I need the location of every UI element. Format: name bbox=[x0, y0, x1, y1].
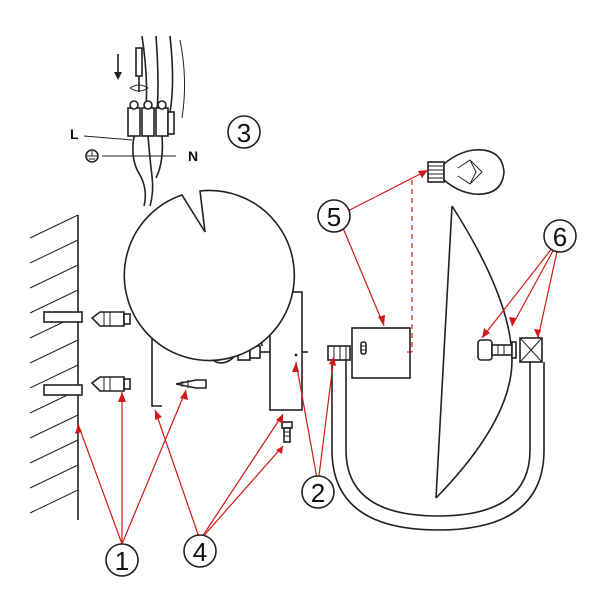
wall bbox=[29, 214, 83, 520]
light-bulb bbox=[427, 149, 505, 195]
lamp-shade bbox=[435, 205, 513, 499]
callout-5-label: 5 bbox=[327, 202, 341, 232]
fixing-nut bbox=[519, 337, 543, 363]
wall-plug-top bbox=[90, 311, 131, 327]
neutral-label: N bbox=[188, 148, 198, 164]
callout-3-label: 3 bbox=[237, 118, 251, 148]
callout-6-label: 6 bbox=[553, 222, 567, 252]
u-shaped-arm bbox=[327, 345, 545, 531]
fixing-bolt bbox=[477, 339, 517, 361]
wiring-detail-callout: L N bbox=[70, 35, 296, 362]
callout-4: 4 bbox=[183, 534, 217, 568]
canopy-screw-bottom bbox=[281, 421, 293, 443]
wall-plug-bottom bbox=[90, 376, 131, 392]
ground-symbol-icon bbox=[85, 149, 99, 163]
callout-6: 6 bbox=[543, 219, 577, 253]
terminal-block bbox=[127, 100, 175, 137]
live-label: L bbox=[70, 126, 79, 142]
callout-1: 1 bbox=[105, 543, 139, 577]
socket-housing bbox=[351, 327, 411, 379]
screwdriver-icon bbox=[129, 47, 149, 92]
screw-bottom bbox=[175, 379, 207, 389]
callout-1-label: 1 bbox=[115, 546, 129, 576]
callout-5: 5 bbox=[317, 199, 351, 233]
leader-lines bbox=[75, 169, 561, 545]
callout-4-label: 4 bbox=[193, 537, 207, 567]
callout-2-label: 2 bbox=[311, 478, 325, 508]
callout-3: 3 bbox=[227, 115, 261, 149]
callout-2: 2 bbox=[301, 475, 335, 509]
